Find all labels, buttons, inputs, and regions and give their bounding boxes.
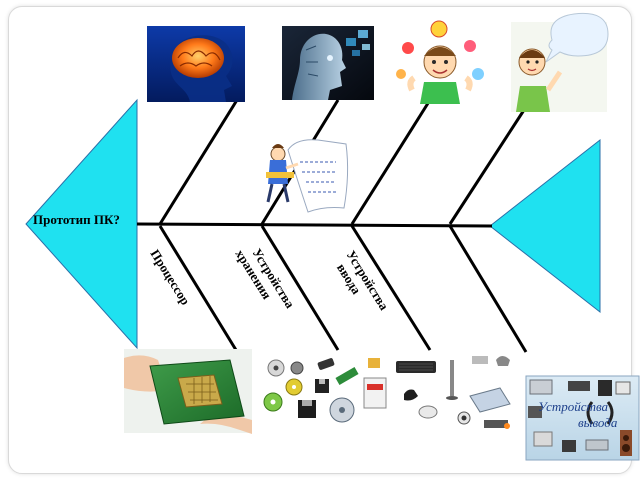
bone-label-input: Устройства ввода [334,248,392,313]
person-with-sheet-icon [266,139,349,213]
bone-label-processor: Процессор [147,247,193,308]
bone-lower-3 [350,225,432,351]
fish-spine [136,222,493,228]
bone-upper-4 [448,109,526,225]
cyborg-face-icon [282,26,374,100]
head-label: Прототип ПК? [33,212,120,227]
child-speech-bubble-icon [511,12,609,112]
bone-lower-2 [260,225,340,351]
brain-icon [147,26,245,103]
fish-tail [489,138,601,314]
bone-upper-3 [350,99,432,225]
output-caption-line1: Устройства [538,399,609,414]
output-devices-icon: Устройства вывода [525,375,640,461]
input-devices-icon [396,356,511,429]
bone-upper-1 [158,99,239,225]
output-caption-line2: вывода [578,415,618,430]
storage-media-icon [263,358,387,423]
bone-lower-1 [158,225,238,351]
cpu-chip-icon [124,349,252,434]
child-toys-icon [396,20,484,104]
bone-lower-4 [448,225,528,353]
bone-label-storage: Устройства хранения [232,246,298,311]
